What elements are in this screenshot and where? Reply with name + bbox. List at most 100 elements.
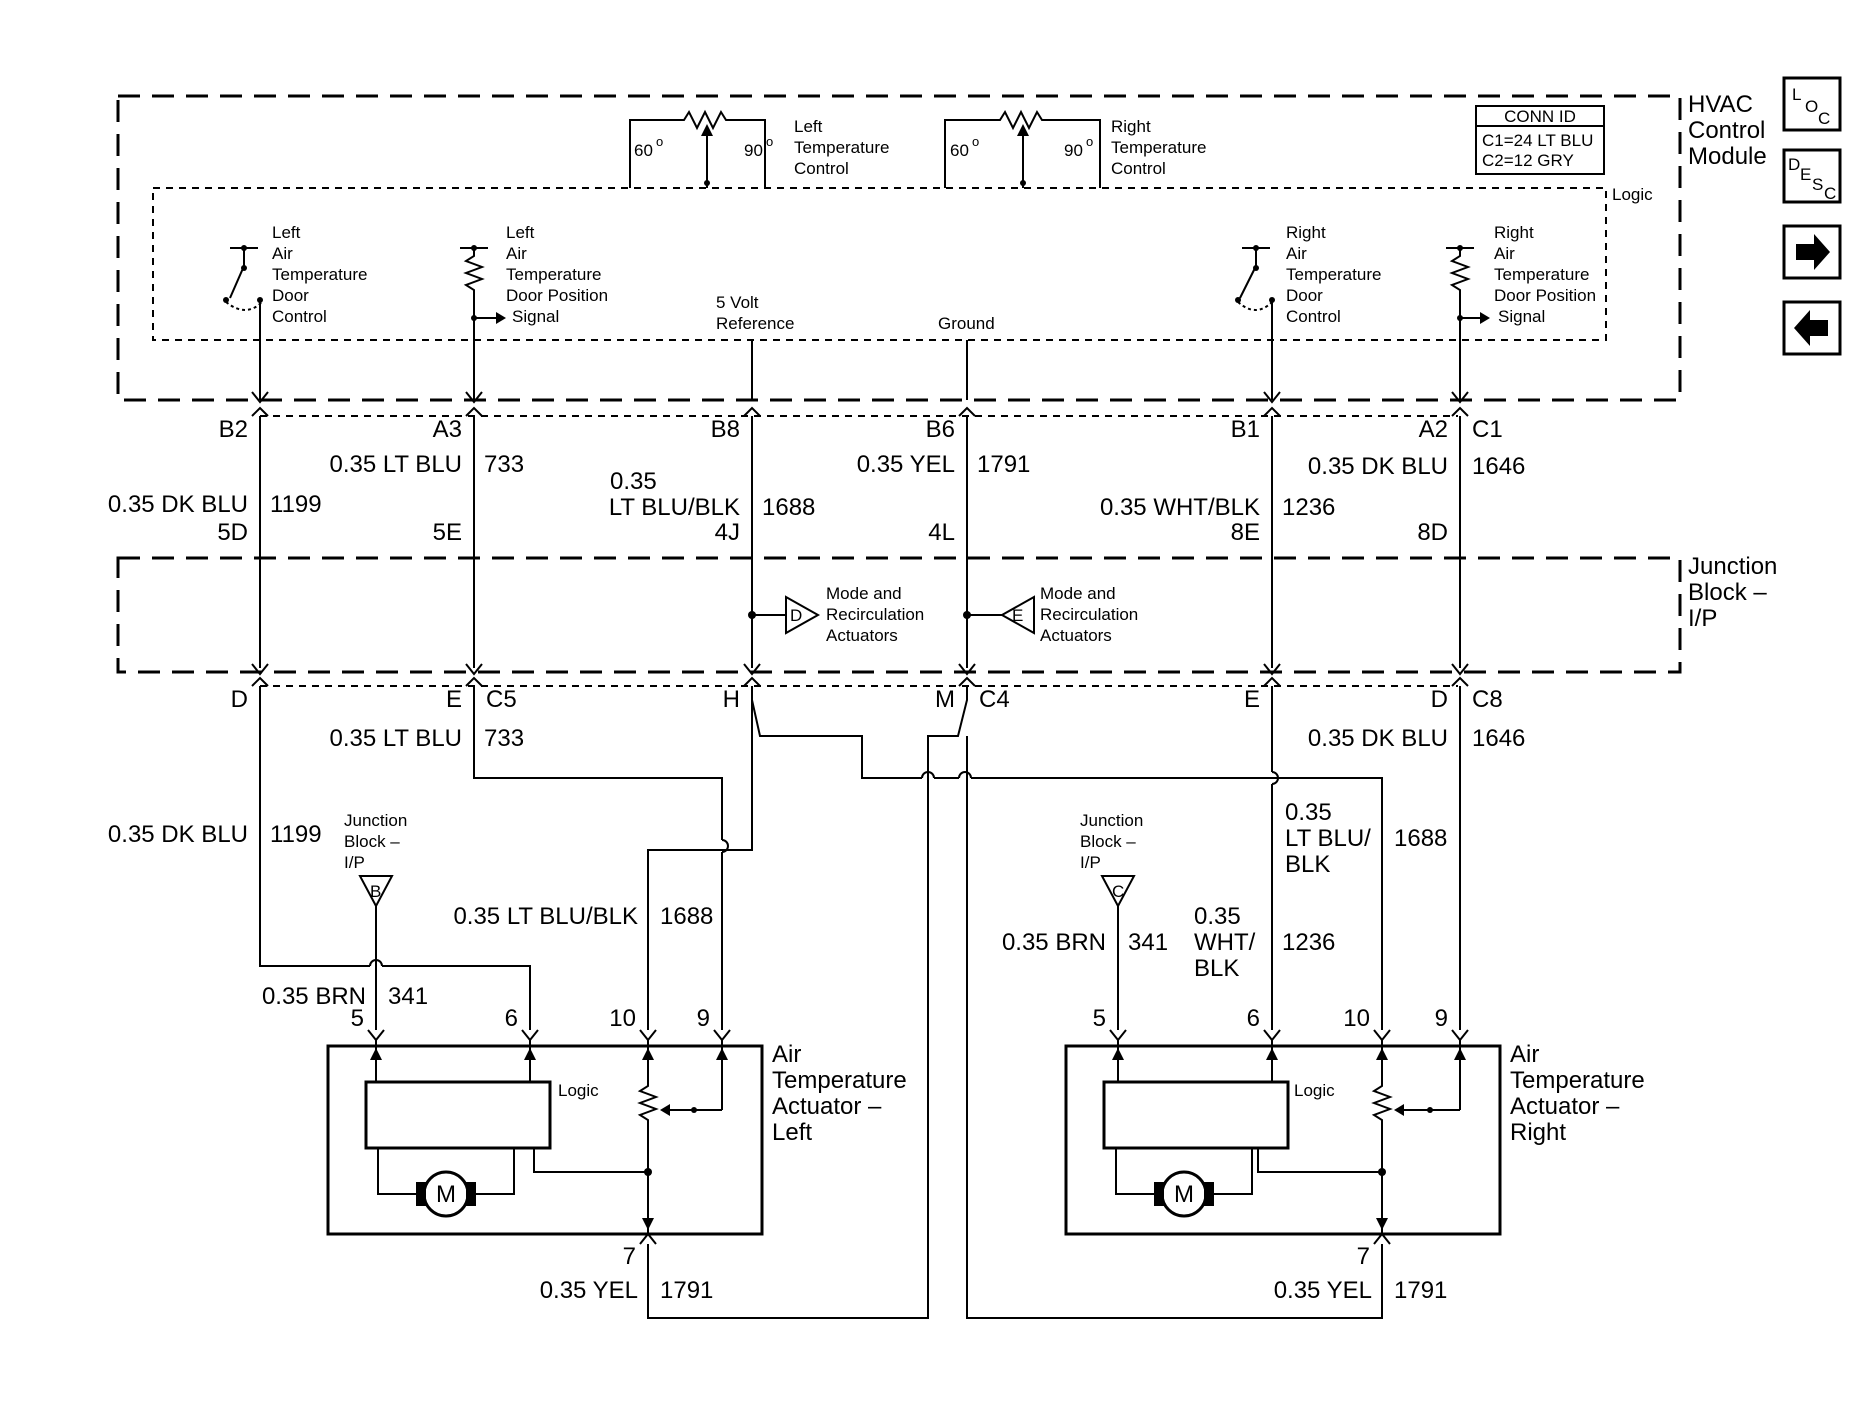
pin-b1: B1 <box>1231 416 1260 443</box>
svg-text:10: 10 <box>1343 1005 1370 1032</box>
left-ctrl-hi: 90 <box>744 141 763 160</box>
svg-text:o: o <box>656 134 663 149</box>
svg-text:LT BLU/: LT BLU/ <box>1285 825 1371 852</box>
arrow-left-icon <box>1794 310 1828 346</box>
left-door-ctrl-3: Temperature <box>272 265 367 284</box>
svg-text:I/P: I/P <box>344 853 365 872</box>
air-temp-actuator-left: Logic M 5 6 10 9 7 Air Temperature Actua… <box>326 1005 907 1270</box>
left-door-pos-1: Left <box>506 223 535 242</box>
left-door-position-sensor: Left Air Temperature Door Position Signa… <box>460 223 608 400</box>
svg-text:0.35 BRN: 0.35 BRN <box>262 983 366 1010</box>
svg-text:0.35 DK BLU: 0.35 DK BLU <box>1308 725 1448 752</box>
svg-text:1791: 1791 <box>1394 1277 1447 1304</box>
next-button[interactable] <box>1782 224 1842 280</box>
svg-text:o: o <box>972 134 979 149</box>
logic-boundary <box>152 187 1607 341</box>
svg-text:o: o <box>1086 134 1093 149</box>
right-door-pos-1: Right <box>1494 223 1534 242</box>
left-door-pos-5: Signal <box>512 307 559 326</box>
pin-c1: C1 <box>1472 416 1503 443</box>
svg-text:LT BLU/BLK: LT BLU/BLK <box>609 494 740 521</box>
pin-a3: A3 <box>433 416 462 443</box>
svg-text:WHT/: WHT/ <box>1194 929 1256 956</box>
svg-text:E: E <box>1800 165 1811 184</box>
air-temp-actuator-right: Logic M 5 6 10 9 7 Air Temperature Actua… <box>1064 1005 1645 1270</box>
svg-text:D: D <box>1788 155 1800 174</box>
mode-recirc-e: E Mode and Recirculation Actuators <box>963 584 1138 645</box>
svg-text:6: 6 <box>505 1005 518 1032</box>
left-door-pos-2: Air <box>506 244 527 263</box>
svg-text:0.35: 0.35 <box>610 468 657 495</box>
svg-text:Actuators: Actuators <box>1040 626 1112 645</box>
right-door-ctrl-5: Control <box>1286 307 1341 326</box>
svg-text:733: 733 <box>484 725 524 752</box>
right-ctrl-label-3: Control <box>1111 159 1166 178</box>
svg-text:6: 6 <box>1247 1005 1260 1032</box>
loc-button[interactable]: L O C <box>1782 76 1842 132</box>
svg-text:Junction: Junction <box>1080 811 1143 830</box>
left-ctrl-label-3: Control <box>794 159 849 178</box>
svg-text:10: 10 <box>609 1005 636 1032</box>
back-button[interactable] <box>1782 300 1842 356</box>
svg-text:Temperature: Temperature <box>1510 1067 1645 1094</box>
junction-block-boundary <box>116 556 1682 674</box>
svg-text:C5: C5 <box>486 686 517 713</box>
svg-text:Logic: Logic <box>1294 1081 1335 1100</box>
svg-text:Recirculation: Recirculation <box>1040 605 1138 624</box>
left-ctrl-lo: 60 <box>634 141 653 160</box>
svg-text:M: M <box>935 686 955 713</box>
ground-b: B Junction Block – I/P <box>344 811 407 909</box>
svg-text:1791: 1791 <box>977 451 1030 478</box>
svg-text:H: H <box>723 686 740 713</box>
pin-a2: A2 <box>1419 416 1448 443</box>
svg-text:1236: 1236 <box>1282 929 1335 956</box>
svg-text:0.35 LT BLU: 0.35 LT BLU <box>329 725 462 752</box>
ref5v-label-2: Reference <box>716 314 794 333</box>
svg-text:E: E <box>446 686 462 713</box>
module-label-2: Control <box>1688 117 1765 144</box>
svg-text:1236: 1236 <box>1282 494 1335 521</box>
svg-text:C: C <box>1824 184 1836 203</box>
right-door-pos-5: Signal <box>1498 307 1545 326</box>
svg-text:0.35 LT BLU: 0.35 LT BLU <box>329 451 462 478</box>
svg-text:M: M <box>1174 1181 1194 1208</box>
svg-text:D: D <box>790 606 802 625</box>
right-door-control-switch: Right Air Temperature Door Control <box>1235 223 1381 400</box>
svg-text:4L: 4L <box>928 519 955 546</box>
svg-text:D: D <box>1431 686 1448 713</box>
svg-text:0.35 YEL: 0.35 YEL <box>540 1277 638 1304</box>
svg-text:5D: 5D <box>217 519 248 546</box>
svg-text:I/P: I/P <box>1080 853 1101 872</box>
svg-text:Recirculation: Recirculation <box>826 605 924 624</box>
jb-label-2: Block – <box>1688 579 1767 606</box>
left-door-pos-4: Door Position <box>506 286 608 305</box>
svg-text:Actuators: Actuators <box>826 626 898 645</box>
svg-text:0.35: 0.35 <box>1285 799 1332 826</box>
right-ctrl-hi: 90 <box>1064 141 1083 160</box>
pin-b8: B8 <box>711 416 740 443</box>
left-door-ctrl-5: Control <box>272 307 327 326</box>
svg-text:1688: 1688 <box>762 494 815 521</box>
svg-text:8E: 8E <box>1231 519 1260 546</box>
right-door-pos-2: Air <box>1494 244 1515 263</box>
left-door-control-switch: Left Air Temperature Door Control <box>223 223 367 400</box>
svg-text:0.35 LT BLU/BLK: 0.35 LT BLU/BLK <box>453 903 638 930</box>
lower-wire-labels: 0.35 LT BLU 733 0.35 DK BLU 1646 0.35 DK… <box>108 725 1525 1304</box>
svg-text:Air: Air <box>772 1041 801 1068</box>
right-door-position-sensor: Right Air Temperature Door Position Sign… <box>1446 223 1596 400</box>
svg-text:Mode and: Mode and <box>826 584 902 603</box>
right-temperature-control: 60 o 90 o Right Temperature Control <box>944 109 1206 188</box>
svg-text:Block –: Block – <box>344 832 400 851</box>
ref5v-label-1: 5 Volt <box>716 293 759 312</box>
upper-wire-labels: 0.35 DK BLU 1199 5D 0.35 LT BLU 733 5E 0… <box>108 451 1525 546</box>
svg-text:8D: 8D <box>1417 519 1448 546</box>
desc-button[interactable]: D E S C <box>1782 148 1842 204</box>
svg-text:1688: 1688 <box>1394 825 1447 852</box>
upper-pins: B2 A3 B8 B6 B1 A2 C1 <box>219 391 1503 443</box>
svg-text:Actuator –: Actuator – <box>1510 1093 1620 1120</box>
svg-text:Right: Right <box>1510 1119 1566 1146</box>
svg-text:0.35: 0.35 <box>1194 903 1241 930</box>
svg-text:Actuator –: Actuator – <box>772 1093 882 1120</box>
upper-wires <box>259 416 1461 668</box>
